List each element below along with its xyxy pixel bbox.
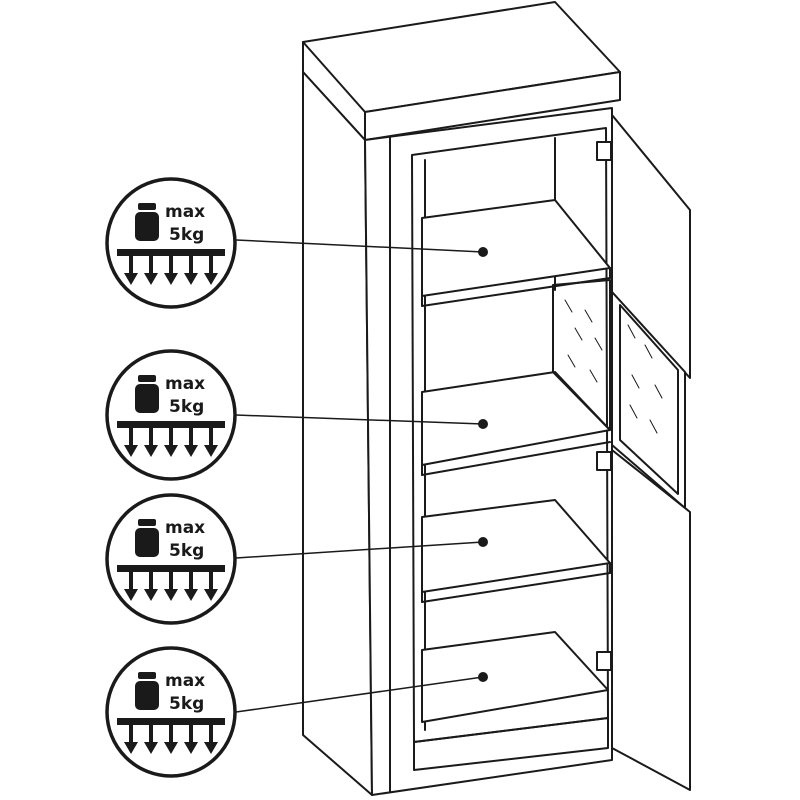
weight-icon xyxy=(135,519,159,557)
shelf-point-3 xyxy=(478,537,488,547)
lower-door xyxy=(611,449,691,791)
badge-weight-label: 5kg xyxy=(169,225,204,245)
cabinet xyxy=(302,1,691,796)
badge-circle xyxy=(105,493,237,625)
badge-max-label: max xyxy=(165,518,205,538)
glass-door-reflection-marks xyxy=(627,324,663,434)
hinge-icon xyxy=(596,141,612,671)
badge-circle xyxy=(105,349,237,481)
badge-weight-label: 5kg xyxy=(169,397,204,417)
shelf-point-1 xyxy=(478,247,488,257)
weight-icon xyxy=(135,203,159,241)
downward-load-arrows-icon xyxy=(117,565,225,601)
glass-door-pane xyxy=(619,304,679,495)
badge-circle xyxy=(105,646,237,778)
leader-points xyxy=(478,247,488,682)
badge-circle xyxy=(105,177,237,309)
leader-lines xyxy=(235,239,484,713)
shelf-point-2 xyxy=(478,419,488,429)
badge-weight-label: 5kg xyxy=(169,694,204,714)
leader-line-1 xyxy=(235,239,484,253)
load-badge-1: max 5kg xyxy=(105,177,237,309)
load-badge-3: max 5kg xyxy=(105,493,237,625)
leader-line-3 xyxy=(235,541,484,559)
badge-max-label: max xyxy=(165,374,205,394)
cabinet-plinth xyxy=(413,717,609,771)
downward-load-arrows-icon xyxy=(117,421,225,457)
shelf-4 xyxy=(421,631,609,723)
downward-load-arrows-icon xyxy=(117,718,225,754)
shelf-point-4 xyxy=(478,672,488,682)
leader-line-4 xyxy=(235,676,484,713)
load-badge-2: max 5kg xyxy=(105,349,237,481)
weight-icon xyxy=(135,375,159,413)
badge-max-label: max xyxy=(165,202,205,222)
leader-line-2 xyxy=(235,414,484,425)
glass-reflection-marks xyxy=(564,299,603,383)
glass-side-panel xyxy=(552,279,611,431)
downward-load-arrows-icon xyxy=(117,249,225,285)
load-badge-4: max 5kg xyxy=(105,646,237,778)
badge-max-label: max xyxy=(165,671,205,691)
cabinet-top-front xyxy=(364,71,621,141)
weight-icon xyxy=(135,672,159,710)
badge-weight-label: 5kg xyxy=(169,541,204,561)
cabinet-left-side xyxy=(302,71,373,796)
